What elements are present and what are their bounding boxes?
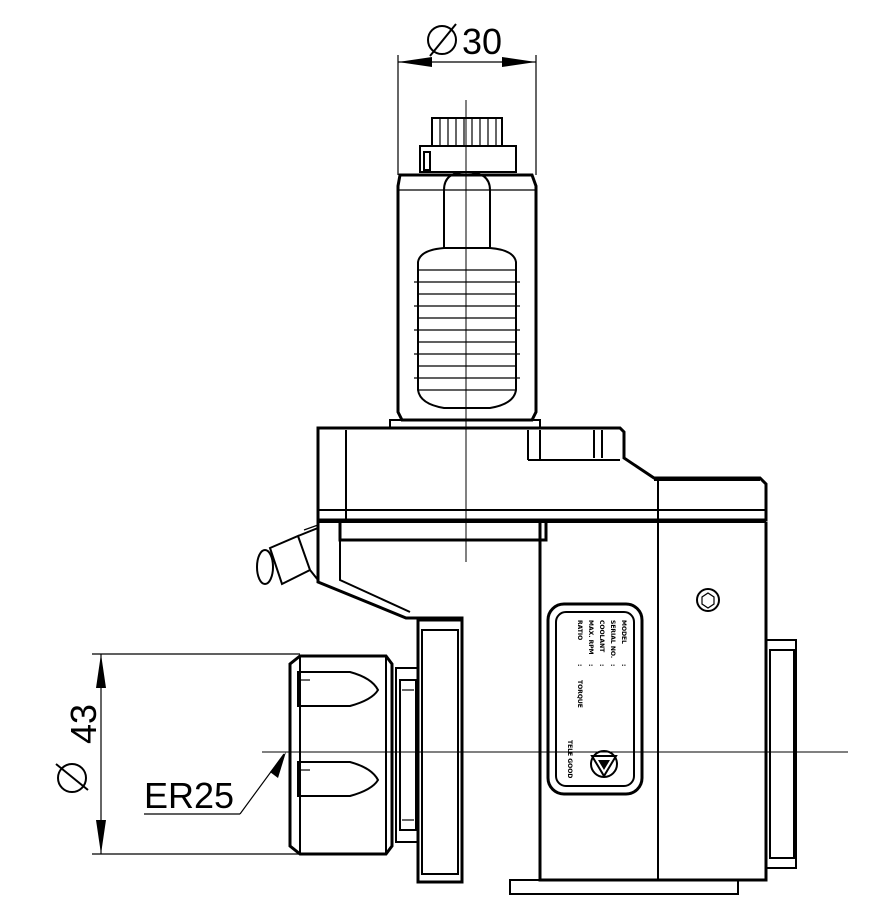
collet-diameter-label: 43: [63, 704, 104, 744]
collet-type-label: ER25: [144, 775, 234, 816]
shank-diameter-label: 30: [462, 21, 502, 62]
logo-caption: TELE GOOD: [566, 740, 573, 778]
svg-text::: :: [587, 664, 594, 666]
plate-torque-label: TORQUE: [576, 680, 583, 708]
nameplate: MODEL SERIAL NO. COOLANT MAX. RPM RATIO …: [546, 602, 644, 796]
svg-text::: :: [598, 664, 605, 666]
plate-coolant-label: COOLANT: [598, 620, 605, 653]
svg-text::: :: [609, 664, 616, 666]
shank: [389, 117, 541, 429]
diameter-symbol-icon: [55, 763, 89, 793]
svg-text::: :: [576, 664, 583, 666]
housing: [256, 426, 797, 895]
plate-model-label: MODEL: [620, 620, 627, 644]
svg-text::: :: [620, 664, 627, 666]
plate-maxrpm-label: MAX. RPM: [587, 620, 594, 655]
plate-ratio-label: RATIO: [576, 620, 583, 640]
diameter-symbol-icon: [427, 23, 457, 57]
collet-diameter-dimension: 43: [55, 653, 300, 855]
logo-icon: [590, 750, 618, 778]
plate-serial-label: SERIAL NO.: [609, 620, 616, 658]
collet-assembly: [288, 618, 464, 884]
collet-type-leader: ER25: [144, 752, 286, 816]
shank-diameter-dimension: 30: [397, 21, 537, 175]
